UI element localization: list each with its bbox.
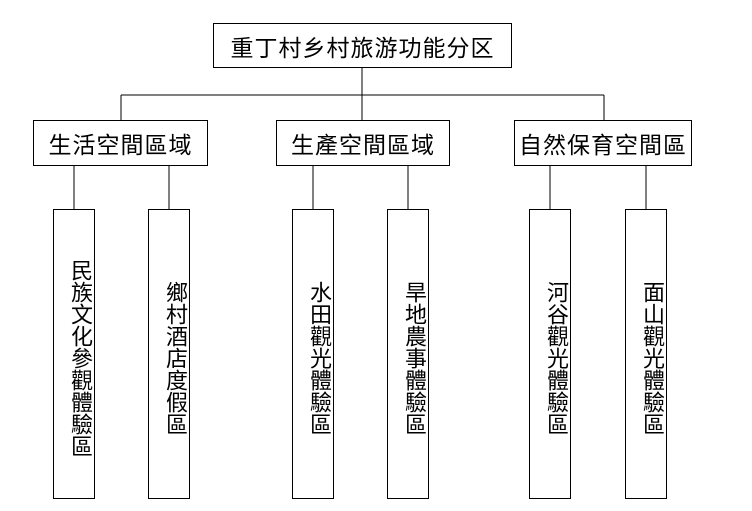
area-node-facing-mountain: 面山觀光體驗區 xyxy=(625,209,667,499)
area-node-ethnic-culture: 民族文化參觀體驗區 xyxy=(53,209,95,499)
area-node-dry-farming: 旱地農事體驗區 xyxy=(387,209,429,499)
zone-node-living: 生活空間區域 xyxy=(33,120,208,166)
root-node: 重丁村乡村旅游功能分区 xyxy=(213,23,512,68)
area-node-paddy-field: 水田觀光體驗區 xyxy=(292,209,334,499)
area-node-village-hotel: 鄉村酒店度假區 xyxy=(148,209,190,499)
area-node-river-valley: 河谷觀光體驗區 xyxy=(529,209,571,499)
zone-node-conservation: 自然保育空間區 xyxy=(514,120,692,166)
zone-node-production: 生產空間區域 xyxy=(276,120,450,166)
